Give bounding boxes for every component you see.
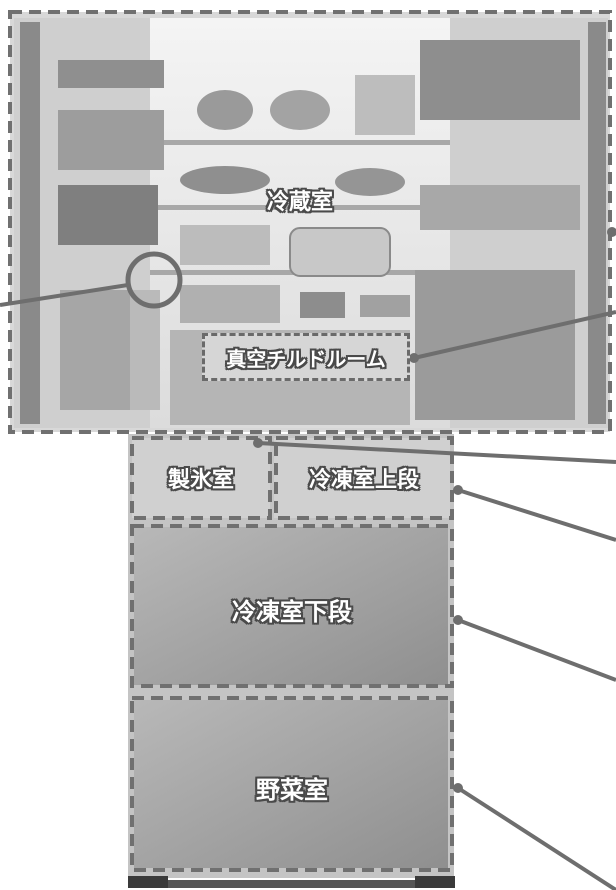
- label-refrigerator: 冷蔵室: [266, 190, 333, 215]
- ice-outline: [130, 436, 272, 520]
- leader-ice: [257, 441, 616, 464]
- label-freezer-upper: 冷凍室上段: [308, 468, 419, 493]
- label-chilled-box: [202, 333, 410, 381]
- leader-chilled: [413, 310, 616, 360]
- fridge-outline: [8, 10, 612, 434]
- leader-freezer-upper: [457, 488, 616, 542]
- label-chilled: 真空チルドルーム: [226, 346, 386, 371]
- leader-ice-maker: [0, 283, 129, 307]
- label-ice: 製氷室: [167, 468, 234, 493]
- freezer-upper-outline: [274, 436, 454, 520]
- freezer-lower-outline: [130, 524, 454, 688]
- fridge-compartment: [10, 12, 610, 432]
- ice-maker-circle: [125, 251, 183, 309]
- leader-freezer-lower: [457, 618, 616, 682]
- label-vegetable: 野菜室: [256, 775, 328, 804]
- vegetable-outline: [130, 696, 454, 872]
- freezer-body: [128, 434, 455, 888]
- leader-vegetable: [456, 786, 616, 890]
- label-freezer-lower: 冷凍室下段: [232, 597, 352, 626]
